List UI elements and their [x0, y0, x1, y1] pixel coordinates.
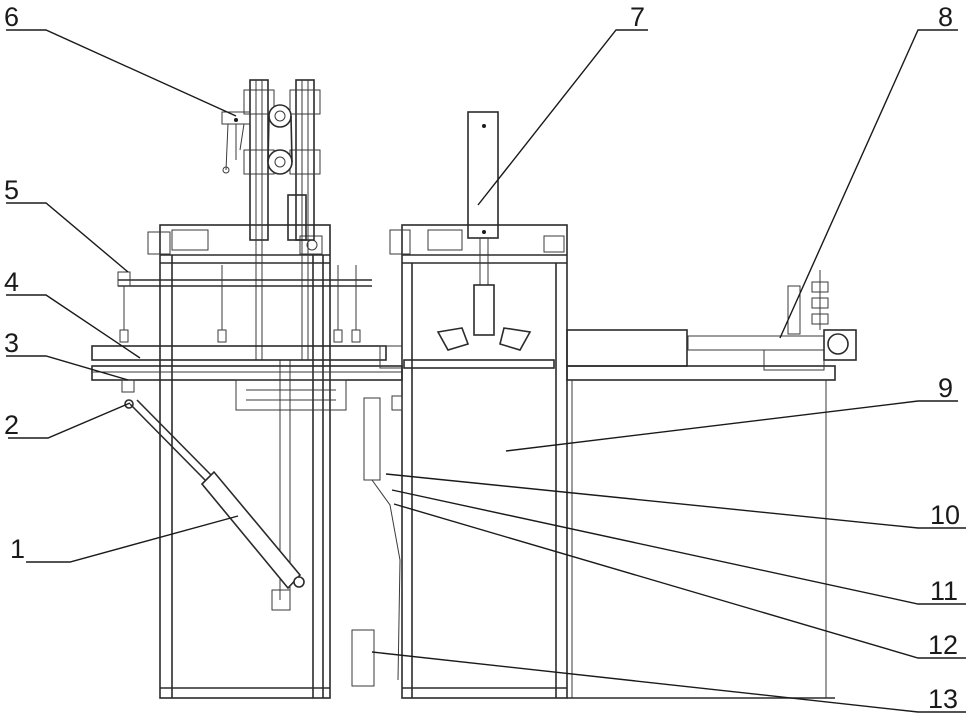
leader-lines — [6, 30, 966, 712]
callout-13: 13 — [928, 684, 958, 714]
callout-1: 1 — [10, 534, 25, 564]
right-frame — [567, 270, 856, 698]
callout-2: 2 — [4, 410, 19, 440]
callout-4: 4 — [4, 267, 19, 297]
callout-9: 9 — [938, 373, 953, 403]
callout-3: 3 — [4, 328, 19, 358]
pusher-cylinder — [438, 112, 530, 350]
callout-labels: 1 2 3 4 5 6 7 8 9 10 11 12 13 — [4, 2, 960, 714]
suction-cup-rail — [118, 265, 372, 342]
callout-5: 5 — [4, 175, 19, 205]
callout-7: 7 — [630, 2, 645, 32]
callout-10: 10 — [930, 500, 960, 530]
callout-12: 12 — [928, 630, 958, 660]
middle-frame — [352, 225, 567, 698]
callout-8: 8 — [938, 2, 953, 32]
gas-strut — [125, 400, 304, 588]
callout-6: 6 — [4, 2, 19, 32]
belt-drive — [222, 105, 292, 174]
callout-11: 11 — [930, 576, 958, 606]
left-frame — [148, 225, 330, 698]
